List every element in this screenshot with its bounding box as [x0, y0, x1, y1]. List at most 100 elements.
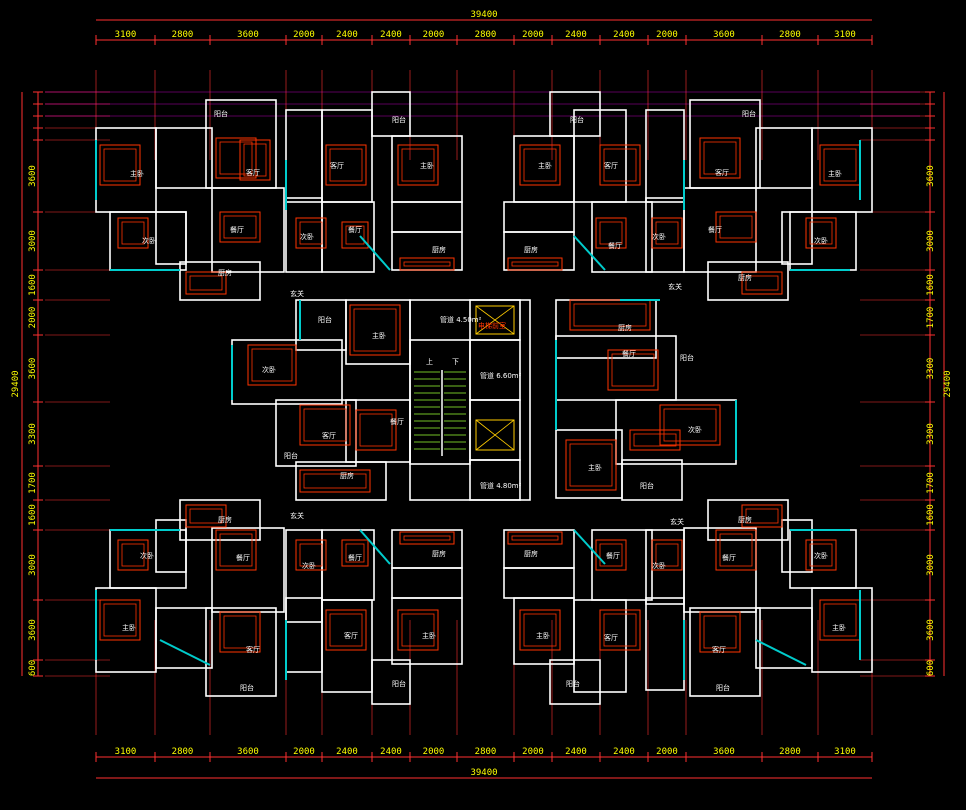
left-dim-label: 3000 [28, 230, 38, 252]
window-segment [573, 529, 606, 565]
room-labels: 主卧 次卧 餐厅 厨房 客厅 阳台 玄关 客厅 主卧 次卧 餐厅 阳台 厨房 主… [122, 109, 846, 692]
room-label-living-bl: 客厅 [246, 645, 260, 654]
room-outline [469, 339, 521, 401]
right-dim-label: 3000 [926, 230, 936, 252]
furniture-detail [189, 508, 223, 524]
furniture-detail [121, 543, 145, 567]
bottom-dim-label: 2400 [613, 747, 635, 757]
furniture-detail [353, 308, 397, 352]
elevator-bottom [475, 419, 515, 451]
furniture-item [117, 217, 149, 249]
furniture-item [299, 404, 351, 446]
room-label-balcony-bl: 阳台 [240, 683, 254, 692]
core-labels: 管道 4.50m² 管道 6.60m² 管道 4.80m² 电梯前室 上 下 [426, 315, 522, 490]
room-outline [555, 299, 657, 359]
bottom-dim-label: 2800 [172, 747, 194, 757]
furniture-item [185, 504, 227, 528]
furniture-item [99, 144, 141, 186]
furniture-detail [103, 603, 137, 637]
room-label-kitchen-bl: 厨房 [218, 515, 232, 524]
furniture-item [355, 409, 397, 451]
room-outline [549, 91, 601, 137]
room-outline [211, 187, 285, 273]
top-dim-label: 3600 [237, 30, 259, 40]
room-outline [707, 261, 789, 301]
furniture-detail [243, 143, 267, 177]
top-dim-label: 2800 [779, 30, 801, 40]
window-segment [755, 639, 807, 666]
elevator-cross [475, 419, 515, 451]
right-dim-label: 3600 [926, 619, 936, 641]
room-label-master-br: 主卧 [832, 623, 846, 632]
room-label-secondary-mr: 次卧 [688, 425, 702, 434]
furniture-item [507, 531, 563, 545]
core-up-label: 上 [426, 357, 433, 366]
room-outline [391, 201, 463, 233]
furniture-detail [663, 408, 717, 442]
bottom-dim-label: 2400 [565, 747, 587, 757]
furniture-item [805, 217, 837, 249]
furniture-detail [403, 535, 451, 541]
furniture-detail [121, 221, 145, 245]
room-label-entrance-br: 玄关 [670, 517, 684, 526]
furniture-detail [809, 543, 833, 567]
room-outline [95, 127, 157, 213]
furniture-detail [633, 433, 677, 447]
room-label-kitchen-tr: 厨房 [738, 273, 752, 282]
room-label-kitchen-br: 厨房 [738, 515, 752, 524]
room-outline [503, 201, 575, 233]
top-dim-label: 2000 [522, 30, 544, 40]
furniture-item [215, 137, 257, 179]
furniture-item [239, 139, 271, 181]
furniture-detail [299, 543, 323, 567]
right-dim-label: 3600 [926, 165, 936, 187]
room-outline [621, 459, 683, 501]
right-dim-label: 1600 [926, 504, 936, 526]
top-dim-label: 2400 [565, 30, 587, 40]
room-label-balcony-ml2: 阳台 [284, 451, 298, 460]
furniture-item [519, 609, 561, 651]
room-outline [321, 201, 375, 273]
room-label-living-tr: 客厅 [715, 168, 729, 177]
top-dim-label: 2400 [380, 30, 402, 40]
room-label-living-t3: 客厅 [604, 161, 618, 170]
furniture-item [715, 529, 757, 571]
furniture-item [397, 144, 439, 186]
room-label-secondary-b2: 次卧 [302, 561, 316, 570]
furniture-detail [401, 148, 435, 182]
room-outline [781, 519, 813, 573]
furniture-detail [569, 443, 613, 487]
furniture-item [651, 539, 683, 571]
furniture-item [295, 217, 327, 249]
room-outline [645, 109, 685, 203]
room-label-entrance-tr: 玄关 [668, 282, 682, 291]
furniture-detail [299, 221, 323, 245]
furniture-detail [345, 543, 365, 563]
furniture-detail [223, 215, 257, 239]
furniture-detail [603, 613, 637, 647]
room-label-living-ml: 客厅 [322, 431, 336, 440]
furniture-item [819, 599, 861, 641]
left-dim-label: 600 [28, 660, 38, 676]
left-dim-label: 3000 [28, 554, 38, 576]
furniture-detail [823, 603, 857, 637]
top-dim-label: 2000 [423, 30, 445, 40]
furniture-detail [103, 148, 137, 182]
left-dim-label: 1600 [28, 274, 38, 296]
furniture-detail [359, 413, 393, 447]
room-label-secondary-bedroom-tl: 次卧 [142, 236, 156, 245]
room-label-dining-ml: 餐厅 [390, 417, 404, 426]
room-outline [503, 567, 575, 599]
furniture-item [325, 609, 367, 651]
furniture-item [565, 439, 617, 491]
furniture-item [651, 217, 683, 249]
room-label-dining-bl: 餐厅 [236, 553, 250, 562]
room-label-kitchen-t2: 厨房 [432, 245, 446, 254]
furniture-detail [401, 613, 435, 647]
furniture-item [219, 611, 261, 653]
room-outline [155, 211, 187, 265]
right-dim-label: 1700 [926, 472, 936, 494]
room-label-kitchen-ml: 厨房 [340, 471, 354, 480]
room-label-balcony-b3: 阳台 [566, 679, 580, 688]
furniture-detail [745, 508, 779, 524]
